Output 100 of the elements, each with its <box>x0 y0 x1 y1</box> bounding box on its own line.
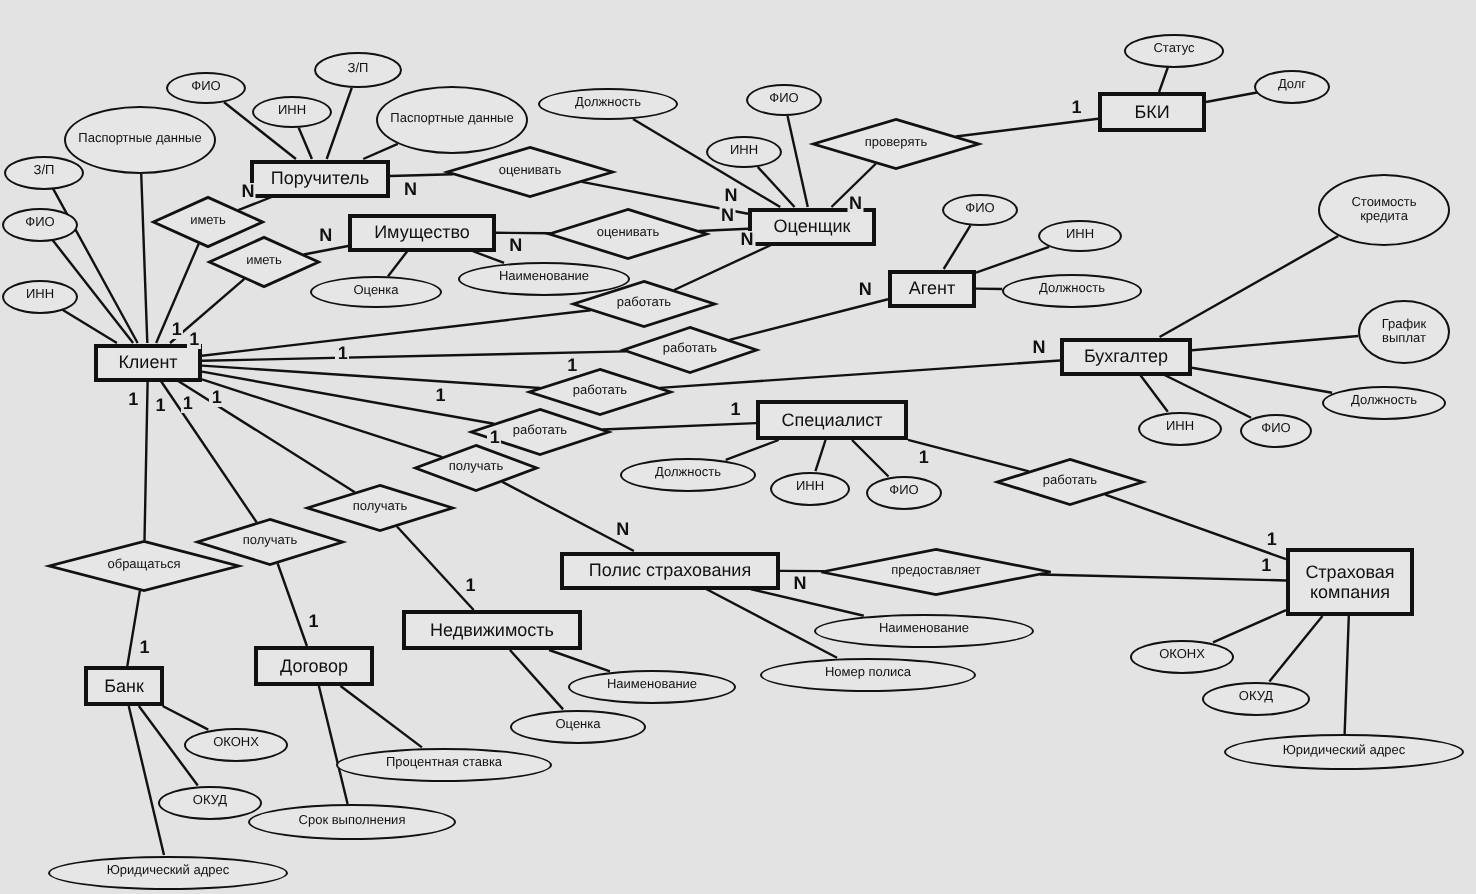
entity-box: БКИ <box>1098 92 1206 132</box>
cardinality-label: N <box>614 520 632 539</box>
connector-line <box>780 569 825 573</box>
connector-line <box>143 380 149 541</box>
cardinality-label: 1 <box>153 396 168 415</box>
connector-line <box>1039 573 1287 582</box>
connector-line <box>1212 609 1287 644</box>
connector-line <box>830 162 877 208</box>
connector-line <box>52 188 139 344</box>
connector-line <box>317 685 349 805</box>
cardinality-label: N <box>718 206 736 225</box>
connector-line <box>201 370 495 425</box>
cardinality-label: 1 <box>137 639 152 658</box>
connector-line <box>362 142 399 161</box>
connector-line <box>659 359 1061 390</box>
cardinality-label: N <box>738 231 756 250</box>
connector-line <box>548 648 611 673</box>
cardinality-label: 1 <box>1259 556 1274 575</box>
connector-line <box>162 704 209 731</box>
cardinality-label: N <box>317 227 335 245</box>
connector-line <box>698 227 749 233</box>
connector-line <box>201 378 443 459</box>
connector-line <box>276 563 309 647</box>
connector-line <box>673 243 772 292</box>
connector-line <box>126 590 142 667</box>
connector-line <box>705 587 838 659</box>
connector-line <box>1157 66 1170 93</box>
entity-box: Договор <box>254 646 374 686</box>
connector-line <box>297 127 314 160</box>
connector-line <box>303 244 349 256</box>
cardinality-label: N <box>791 575 809 594</box>
cardinality-label: N <box>507 237 525 256</box>
connector-line <box>1164 373 1252 419</box>
connector-line <box>581 180 749 215</box>
cardinality-label: 1 <box>209 389 224 408</box>
cardinality-label: N <box>401 180 419 199</box>
connector-line <box>501 480 635 553</box>
connector-line <box>907 438 1030 473</box>
entity-box: Страховая компания <box>1286 548 1414 616</box>
cardinality-label: N <box>856 281 874 300</box>
connector-line <box>396 525 475 611</box>
cardinality-label: 1 <box>335 344 350 363</box>
connector-line <box>159 380 258 523</box>
connector-line <box>632 117 781 209</box>
cardinality-label: N <box>722 187 740 206</box>
entity-box: Специалист <box>756 400 908 440</box>
cardinality-label: 1 <box>463 576 478 595</box>
cardinality-label: 1 <box>169 321 184 340</box>
cardinality-label: 1 <box>180 394 195 413</box>
connector-line <box>201 364 541 390</box>
entity-box: Имущество <box>348 213 496 251</box>
entity-box: Полис страхования <box>560 551 780 589</box>
connector-line <box>471 249 505 265</box>
connector-line <box>61 308 118 345</box>
connector-line <box>223 101 297 160</box>
cardinality-label: 1 <box>916 449 931 468</box>
connector-line <box>1191 334 1359 352</box>
connector-line <box>942 224 972 270</box>
connector-line <box>976 287 1003 291</box>
connector-line <box>339 685 423 749</box>
connector-line <box>201 309 591 357</box>
connector-line <box>729 298 889 342</box>
connector-line <box>201 350 627 362</box>
cardinality-label: 1 <box>126 391 141 410</box>
cardinality-label: 1 <box>565 357 580 376</box>
cardinality-label: N <box>1030 338 1048 357</box>
connector-line <box>51 239 135 344</box>
entity-box: Банк <box>84 666 164 706</box>
connector-line <box>1191 366 1333 394</box>
cardinality-label: 1 <box>187 331 202 350</box>
connector-line <box>1343 615 1350 735</box>
connector-line <box>140 173 149 344</box>
connector-line <box>177 380 356 494</box>
connector-line <box>387 250 409 277</box>
connector-line <box>1104 493 1287 561</box>
connector-line <box>1159 234 1339 339</box>
cardinality-label: 1 <box>433 386 448 405</box>
cardinality-label: N <box>239 182 257 201</box>
connector-line <box>325 87 353 160</box>
connector-line <box>955 117 1099 138</box>
connector-line <box>389 173 454 178</box>
cardinality-label: N <box>847 194 865 213</box>
cardinality-label: 1 <box>728 400 743 419</box>
entity-box: Агент <box>888 269 976 307</box>
connector-line <box>814 439 827 472</box>
connector-line <box>137 705 199 787</box>
connector-line <box>496 231 551 235</box>
connector-line <box>237 195 273 212</box>
cardinality-label: 1 <box>1069 98 1084 117</box>
cardinality-label: 1 <box>306 613 321 632</box>
connector-line <box>155 243 200 344</box>
entity-box: Недвижимость <box>402 610 582 650</box>
connector-line <box>851 439 890 478</box>
connector-line <box>1139 374 1169 413</box>
connector-line <box>127 705 166 856</box>
connector-line <box>975 245 1050 274</box>
connector-line <box>725 438 780 461</box>
cardinality-label: 1 <box>487 429 502 448</box>
connector-line <box>602 421 757 431</box>
connector-line <box>1268 615 1324 683</box>
